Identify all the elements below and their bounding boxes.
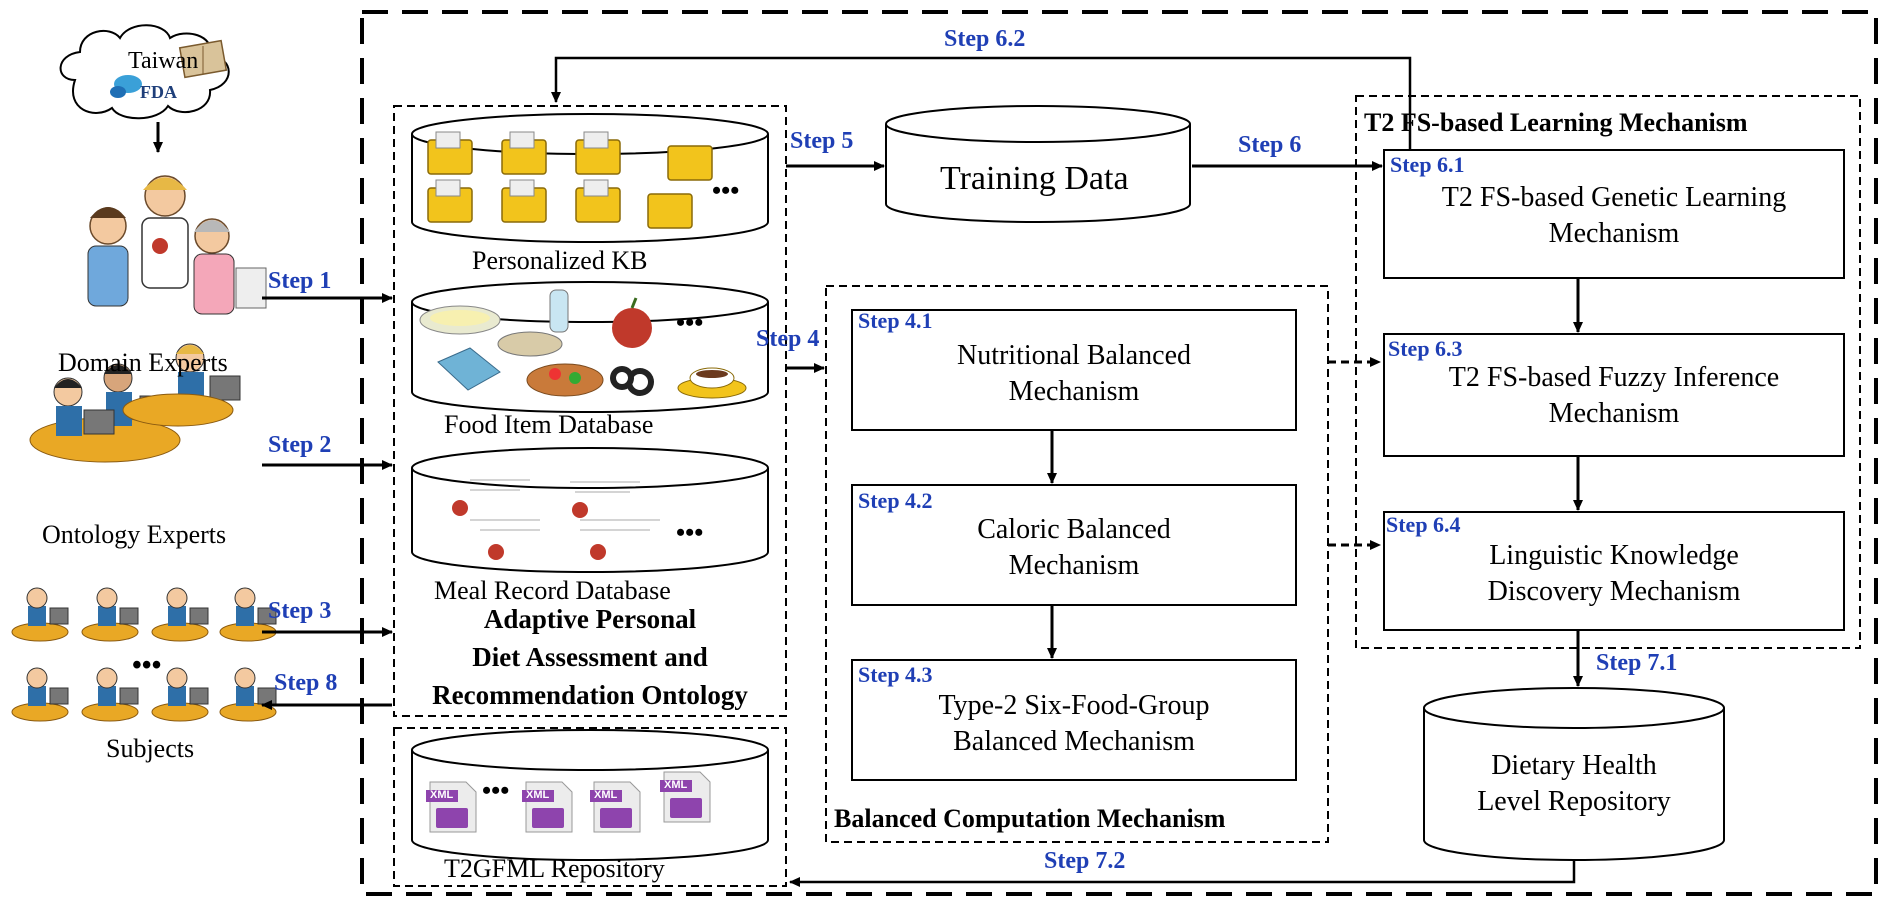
learning-mechanism-container: [1355, 95, 1861, 649]
caloric-line1: Caloric Balanced: [977, 514, 1171, 545]
six-food-line1: Type-2 Six-Food-Group: [938, 690, 1210, 721]
training-data-label: Training Data: [940, 160, 1129, 197]
fuzzy-line2: Mechanism: [1548, 398, 1680, 429]
step-6-1-label: Step 6.1: [1390, 152, 1465, 177]
training-data-cylinder: [885, 105, 1191, 223]
personalized-kb-label: Personalized KB: [472, 246, 648, 275]
xml-file-icons: [426, 771, 711, 833]
step-7-2-label: Step 7.2: [1044, 848, 1126, 874]
taiwan-label: Taiwan: [128, 48, 199, 74]
discovery-line2: Discovery Mechanism: [1487, 576, 1741, 607]
meal-record-database-label: Meal Record Database: [434, 576, 671, 605]
domain-experts-label: Domain Experts: [58, 348, 228, 377]
dietary-line1: Dietary Health: [1491, 750, 1657, 781]
step-4-3-label: Step 4.3: [858, 662, 933, 687]
xml-tag-2: XML: [526, 789, 550, 801]
six-food-group-box: [851, 659, 1297, 781]
genetic-learning-text: T2 FS-based Genetic Learning Mechanism: [1384, 180, 1844, 252]
six-food-line2: Balanced Mechanism: [953, 726, 1195, 757]
knowledge-discovery-text: Linguistic Knowledge Discovery Mechanism: [1384, 538, 1844, 610]
food-icons: [419, 289, 747, 399]
fuzzy-inference-text: T2 FS-based Fuzzy Inference Mechanism: [1384, 360, 1844, 432]
ontology-experts-label: Ontology Experts: [42, 520, 227, 549]
subjects-illustration: [11, 587, 277, 722]
xml-dots: •••: [482, 776, 510, 805]
step-4-label: Step 4: [756, 326, 820, 352]
ontology-title-line1: Adaptive Personal: [483, 604, 697, 634]
caloric-balanced-box: [851, 484, 1297, 606]
fuzzy-inference-box: [1383, 333, 1845, 457]
t2gfml-repository-label: T2GFML Repository: [444, 854, 665, 883]
step-8-label: Step 8: [274, 670, 338, 696]
balanced-computation-container: [825, 285, 1329, 843]
step-6-2-label: Step 6.2: [944, 26, 1026, 52]
subjects-ellipsis: •••: [132, 650, 162, 681]
ontology-title-line2: Diet Assessment and: [472, 642, 708, 672]
nutritional-line2: Mechanism: [1008, 376, 1140, 407]
ontology-title-line3: Recommendation Ontology: [432, 680, 748, 710]
xml-tag-3: XML: [594, 789, 618, 801]
ontology-container: [393, 105, 787, 717]
step-7-1-label: Step 7.1: [1596, 650, 1678, 676]
knowledge-discovery-box: [1383, 511, 1845, 631]
learning-mechanism-title: T2 FS-based Learning Mechanism: [1364, 108, 1748, 137]
step-1-label: Step 1: [268, 268, 332, 294]
dietary-line2: Level Repository: [1477, 786, 1671, 817]
step-2-label: Step 2: [268, 432, 332, 458]
fda-label: FDA: [140, 82, 177, 102]
caloric-balanced-text: Caloric Balanced Mechanism: [852, 512, 1296, 584]
food-dots: •••: [676, 308, 704, 337]
xml-tag-4: XML: [664, 779, 688, 791]
genetic-learning-box: [1383, 149, 1845, 279]
domain-experts-illustration: [87, 175, 267, 315]
fuzzy-line1: T2 FS-based Fuzzy Inference: [1448, 362, 1780, 393]
meal-record-icons: [452, 479, 660, 560]
step7-2-arrow: [789, 860, 1576, 887]
food-item-database-cylinder: [411, 281, 769, 413]
step-4-1-label: Step 4.1: [858, 308, 933, 333]
six-food-group-text: Type-2 Six-Food-Group Balanced Mechanism: [852, 688, 1296, 760]
ontology-experts-illustration: [29, 343, 241, 463]
step-4-2-label: Step 4.2: [858, 488, 933, 513]
step-6-label: Step 6: [1238, 132, 1302, 158]
food-item-database-label: Food Item Database: [444, 410, 654, 439]
step6-2-loop: [551, 56, 1412, 156]
nutritional-balanced-box: [851, 309, 1297, 431]
genetic-line2: Mechanism: [1548, 218, 1680, 249]
genetic-line1: T2 FS-based Genetic Learning: [1441, 182, 1787, 213]
dietary-health-repository-cylinder: [1423, 687, 1725, 861]
step-6-4-label: Step 6.4: [1386, 512, 1461, 537]
step-6-3-label: Step 6.3: [1388, 336, 1463, 361]
t2gfml-container: [393, 727, 787, 887]
taiwan-fda-cloud: [59, 24, 230, 120]
step-5-label: Step 5: [790, 128, 854, 154]
nutritional-balanced-text: Nutritional Balanced Mechanism: [852, 338, 1296, 410]
kb-dots: •••: [712, 176, 740, 205]
meal-dots: •••: [676, 518, 704, 547]
discovery-line1: Linguistic Knowledge: [1489, 540, 1739, 571]
subjects-label: Subjects: [106, 734, 195, 763]
xml-tag-1: XML: [430, 789, 454, 801]
step-3-label: Step 3: [268, 598, 332, 624]
caloric-line2: Mechanism: [1008, 550, 1140, 581]
dietary-health-text: Dietary Health Level Repository: [1424, 748, 1724, 820]
balanced-computation-title: Balanced Computation Mechanism: [834, 804, 1226, 833]
nutritional-line1: Nutritional Balanced: [956, 340, 1192, 371]
